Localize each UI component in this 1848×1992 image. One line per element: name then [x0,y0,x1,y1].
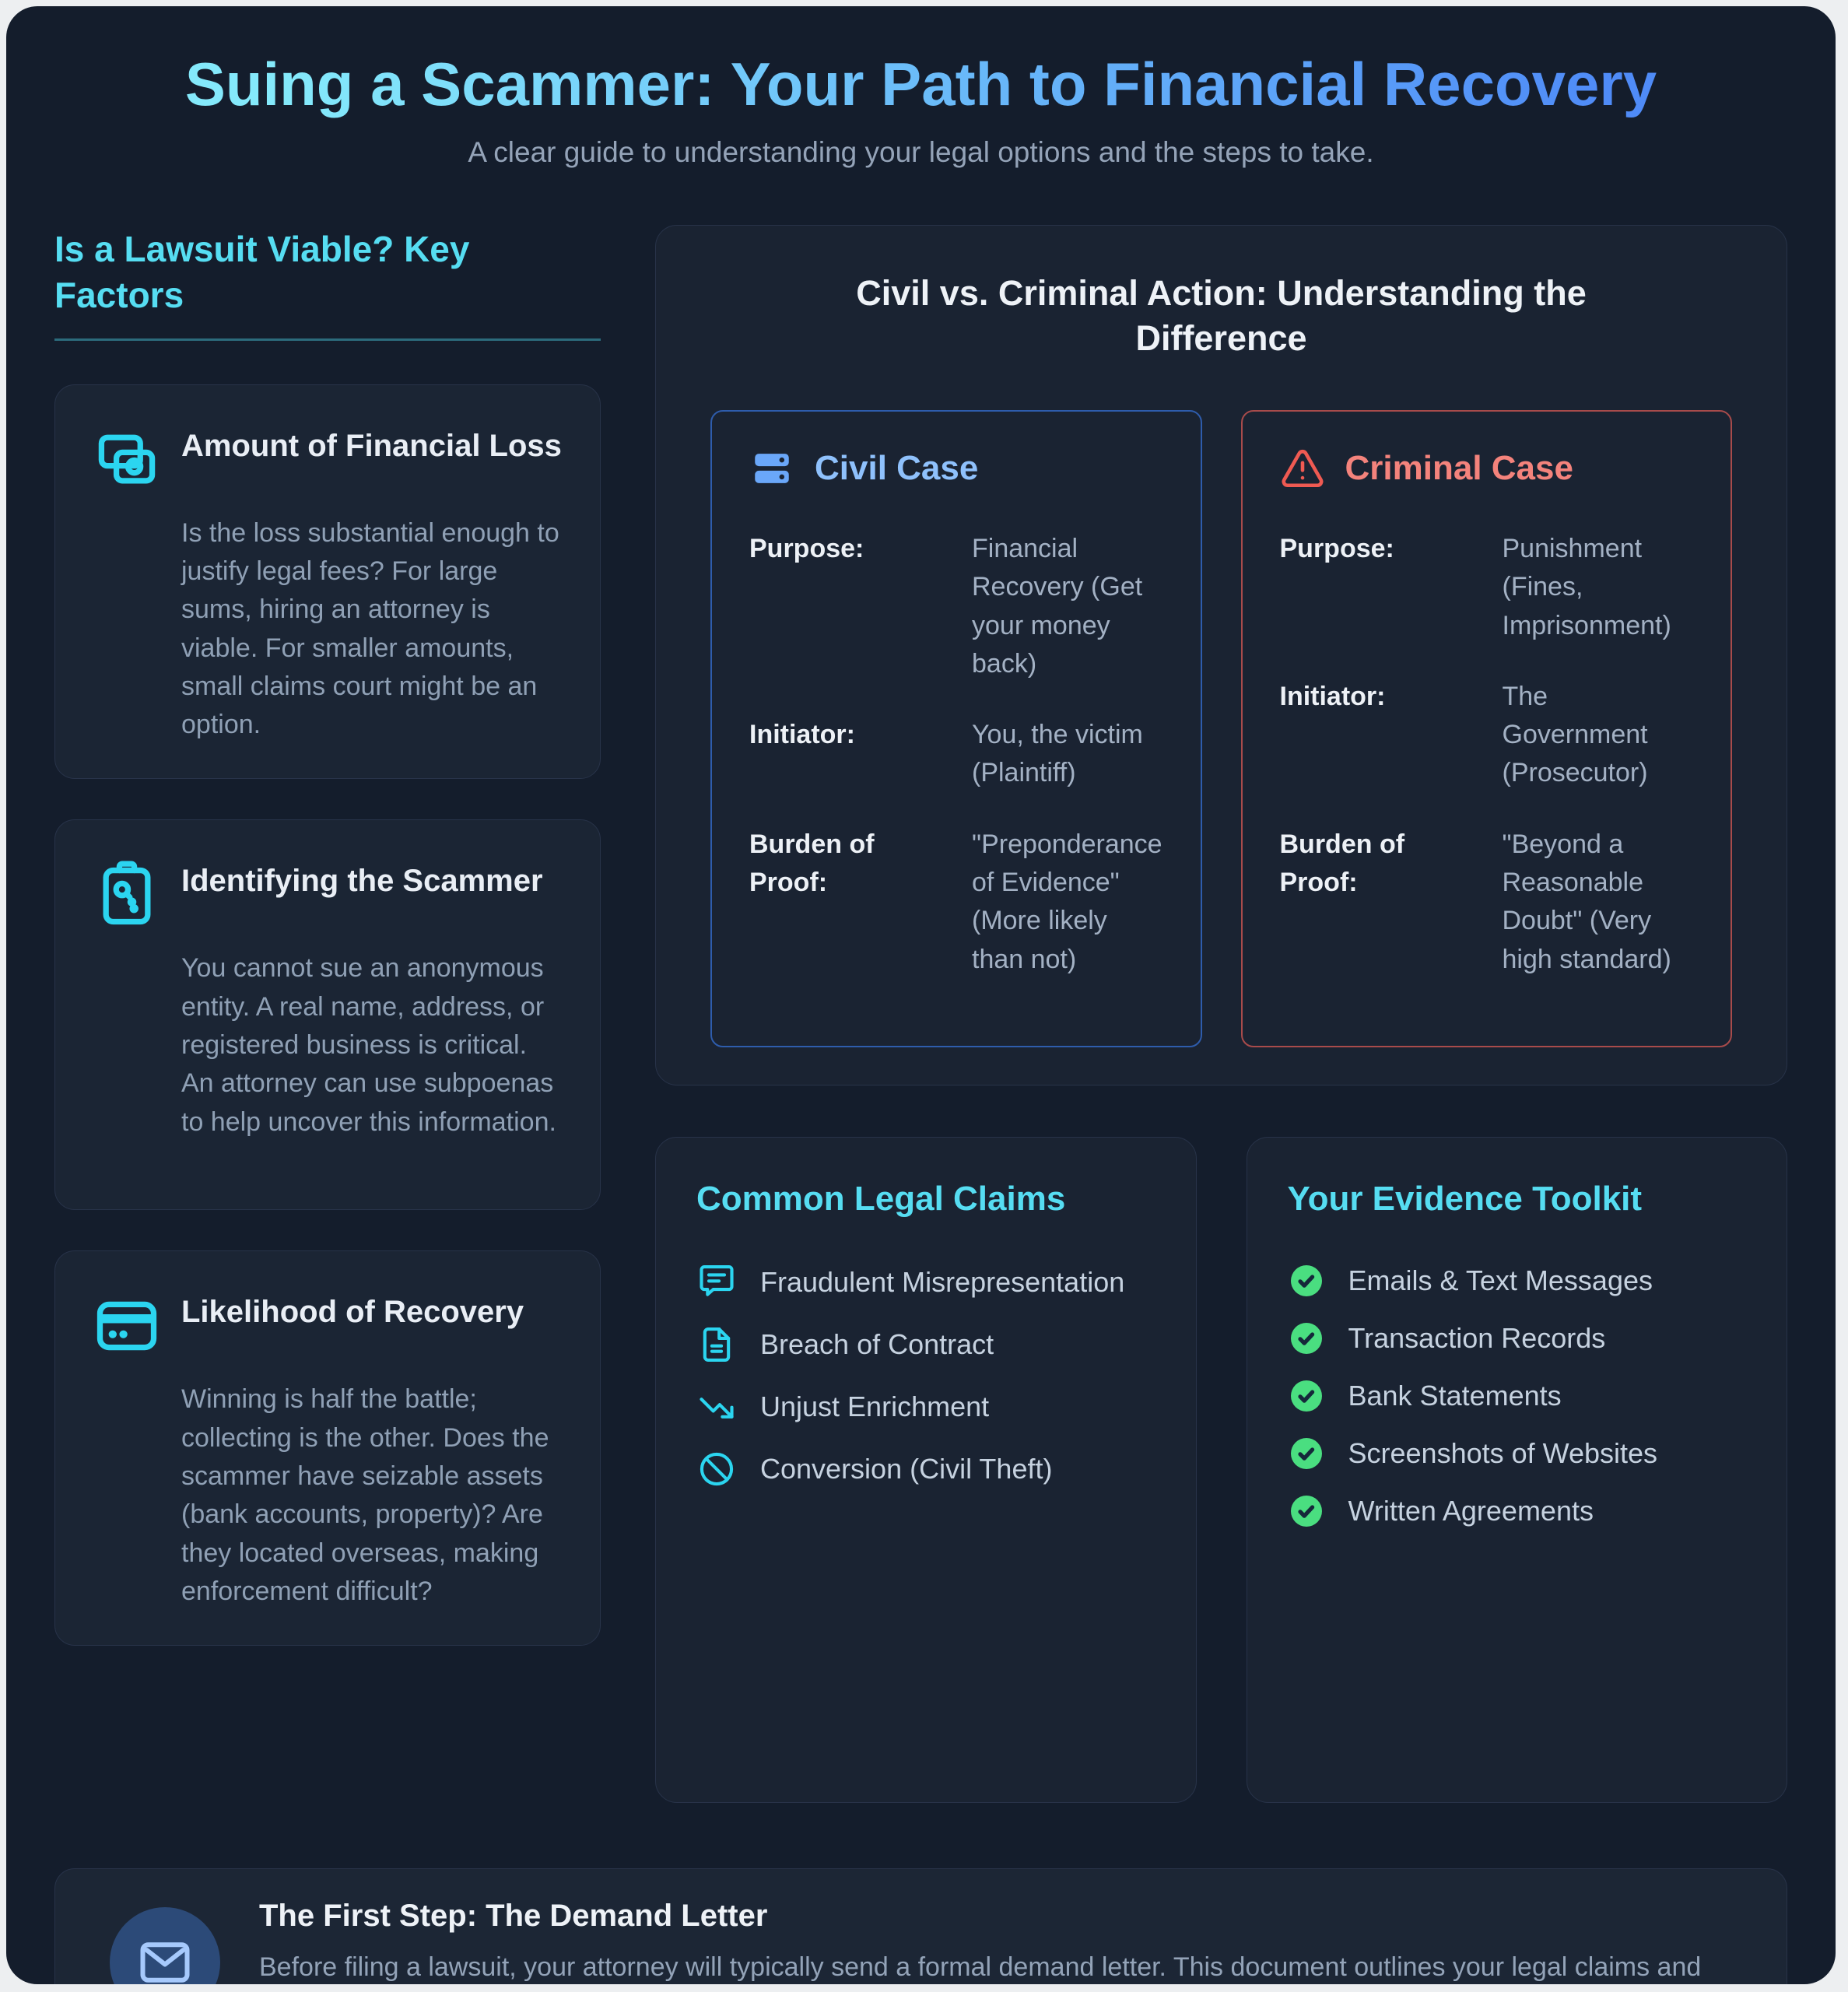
server-icon [749,446,794,491]
evidence-item: Written Agreements [1288,1492,1747,1530]
case-row: Purpose: Punishment (Fines, Imprisonment… [1279,533,1671,640]
evidence-heading: Your Evidence Toolkit [1287,1179,1643,1218]
demand-letter-body: Before filing a lawsuit, your attorney w… [259,1952,1702,1982]
credit-card-icon [91,1290,163,1362]
evidence-toolkit-card: Your Evidence Toolkit Emails & Text Mess… [1246,1136,1787,1803]
civil-case-title: Civil Case [815,448,979,487]
case-row: Burden of Proof: "Preponderance of Evide… [749,829,1162,974]
case-row: Burden of Proof: "Beyond a Reasonable Do… [1279,829,1671,974]
banknotes-icon [91,424,163,496]
check-circle-icon [1288,1435,1325,1472]
claim-item: Unjust Enrichment [696,1387,1155,1427]
message-bubble-icon [696,1262,737,1303]
factor-body: Winning is half the battle; collecting i… [181,1384,549,1606]
check-circle-icon [1288,1492,1325,1530]
key-factors-heading: Is a Lawsuit Viable? Key Factors [54,228,470,315]
evidence-item: Emails & Text Messages [1288,1262,1747,1299]
common-legal-claims-card: Common Legal Claims Fraudulent Misrepres… [655,1136,1197,1803]
criminal-case-title: Criminal Case [1345,448,1573,487]
infographic-panel: Suing a Scammer: Your Path to Financial … [6,6,1836,1984]
check-circle-icon [1288,1262,1325,1299]
factor-body: You cannot sue an anonymous entity. A re… [181,953,556,1137]
factor-title: Amount of Financial Loss [181,428,562,463]
page-title: Suing a Scammer: Your Path to Financial … [174,50,1668,119]
clipboard-search-icon [91,859,163,931]
document-icon [696,1324,737,1365]
factor-card-identifying-scammer: Identifying the Scammer You cannot sue a… [54,819,601,1211]
alert-triangle-icon [1280,446,1325,491]
demand-letter-title: The First Step: The Demand Letter [259,1898,768,1933]
right-column: Civil vs. Criminal Action: Understanding… [655,224,1787,1803]
factor-card-likelihood-recovery: Likelihood of Recovery Winning is half t… [54,1250,601,1647]
factor-card-financial-loss: Amount of Financial Loss Is the loss sub… [54,384,601,780]
case-row: Initiator: The Government (Prosecutor) [1279,681,1648,788]
factor-title: Identifying the Scammer [181,864,543,899]
comparison-heading: Civil vs. Criminal Action: Understanding… [856,272,1587,359]
ban-icon [696,1449,737,1489]
check-circle-icon [1288,1377,1325,1415]
envelope-icon [110,1906,220,1984]
factor-body: Is the loss substantial enough to justif… [181,517,559,740]
heading-divider [54,338,601,341]
criminal-case-card: Criminal Case Purpose: Punishment (Fines… [1240,409,1732,1047]
claim-item: Fraudulent Misrepresentation [696,1262,1155,1303]
demand-letter-card: The First Step: The Demand Letter Before… [54,1868,1787,1984]
claim-item: Conversion (Civil Theft) [696,1449,1155,1489]
main-grid: Is a Lawsuit Viable? Key Factors Amount … [54,224,1787,1803]
trending-down-icon [696,1387,737,1427]
evidence-item: Bank Statements [1288,1377,1747,1415]
factor-title: Likelihood of Recovery [181,1295,524,1330]
evidence-item: Transaction Records [1288,1320,1747,1357]
civil-case-card: Civil Case Purpose: Financial Recovery (… [710,409,1202,1047]
check-circle-icon [1288,1320,1325,1357]
page-subtitle: A clear guide to understanding your lega… [468,135,1374,168]
claim-item: Breach of Contract [696,1324,1155,1365]
case-row: Purpose: Financial Recovery (Get your mo… [749,533,1143,679]
case-row: Initiator: You, the victim (Plaintiff) [749,720,1143,788]
key-factors-column: Is a Lawsuit Viable? Key Factors Amount … [54,225,601,1686]
claims-heading: Common Legal Claims [696,1179,1066,1218]
evidence-item: Screenshots of Websites [1288,1435,1747,1472]
civil-vs-criminal-section: Civil vs. Criminal Action: Understanding… [655,224,1787,1085]
